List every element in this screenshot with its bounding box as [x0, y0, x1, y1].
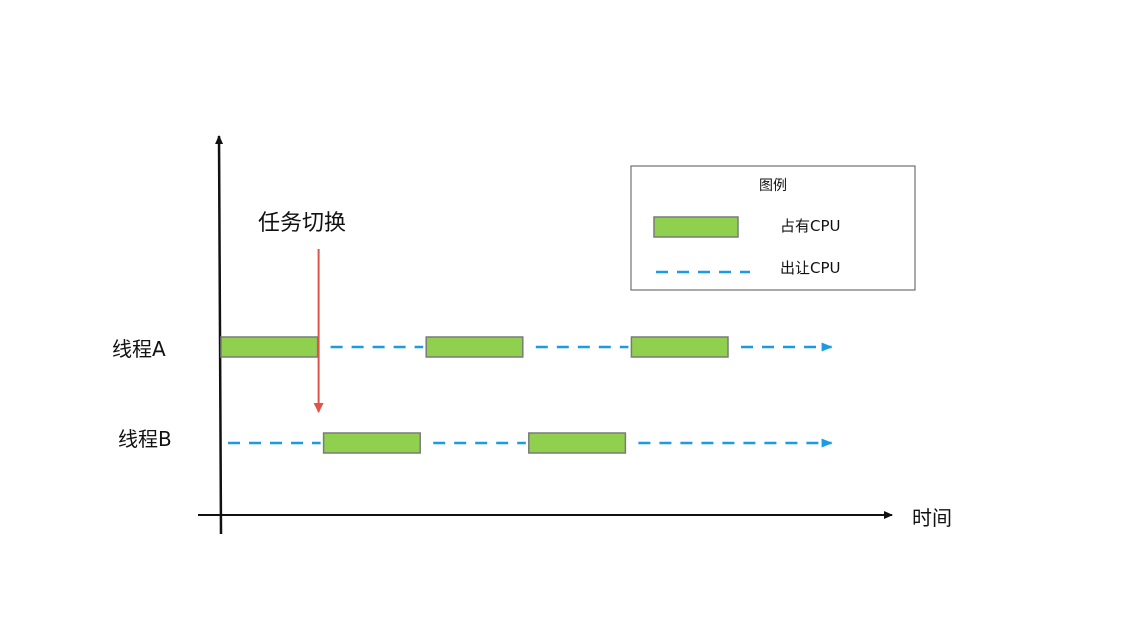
thread-b-occupy-block	[528, 432, 627, 454]
thread-a-timeline	[220, 336, 833, 358]
legend-title: 图例	[759, 178, 787, 194]
task-switch-label: 任务切换	[258, 211, 346, 236]
x-axis-label: 时间	[912, 506, 952, 530]
thread-a-occupy-block	[425, 336, 524, 358]
legend-occupy-label: 占有CPU	[780, 217, 841, 235]
thread-a-occupy-block	[630, 336, 729, 358]
thread-b-occupy-block	[322, 432, 421, 454]
thread-b-timeline	[228, 432, 833, 454]
thread-a-label: 线程A	[112, 337, 166, 361]
y-axis	[215, 135, 224, 535]
legend-yield-label: 出让CPU	[780, 259, 841, 277]
legend-occupy-swatch	[653, 216, 739, 238]
legend: 图例 占有CPU 出让CPU	[630, 165, 916, 291]
thread-b-label: 线程B	[118, 427, 172, 451]
thread-a-occupy-block	[220, 336, 319, 358]
